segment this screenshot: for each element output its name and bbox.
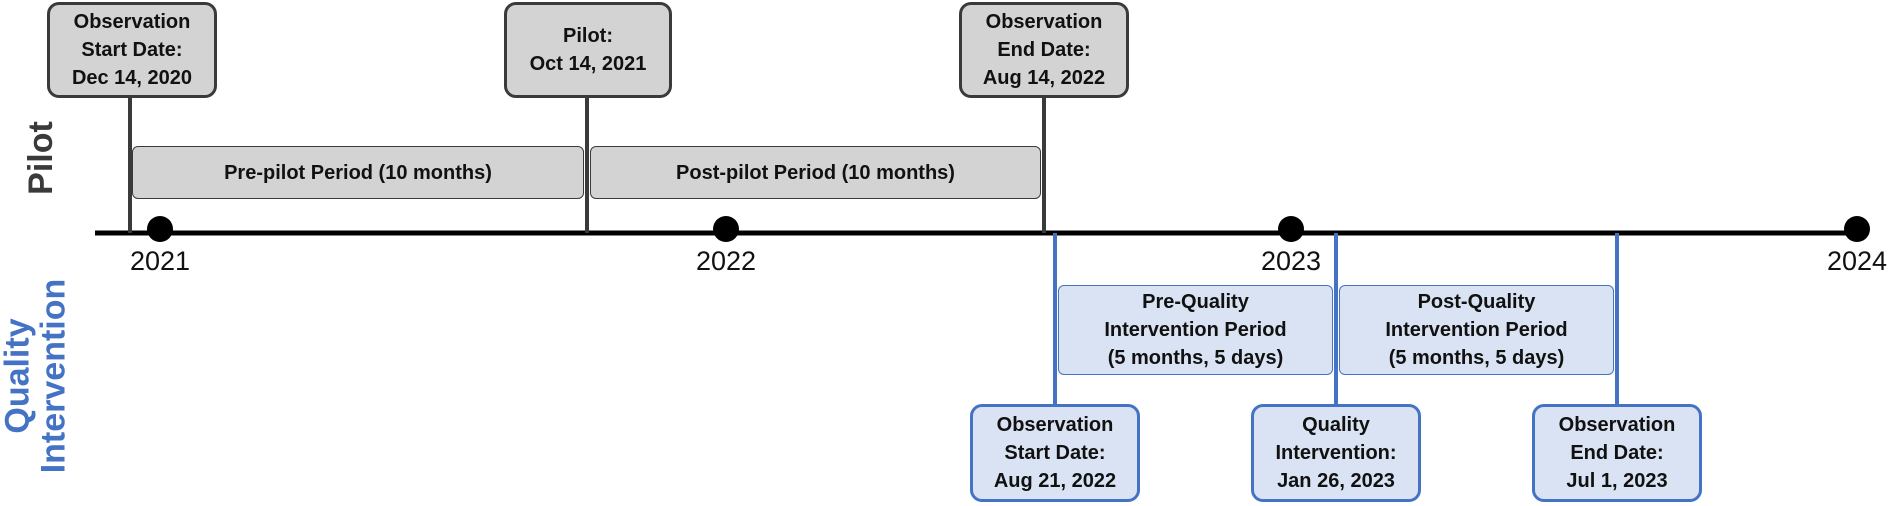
post-quality-line3: (5 months, 5 days) — [1388, 347, 1565, 369]
intervention-track-label: Quality Intervention — [0, 278, 72, 474]
int-start-line2: Start Date: — [1004, 442, 1106, 464]
pilot-date-box: Pilot: Oct 14, 2021 — [504, 2, 672, 98]
year-marker-2021 — [147, 216, 173, 242]
post-quality-line2: Intervention Period — [1385, 319, 1568, 341]
intervention-observation-end-box: Observation End Date: Jul 1, 2023 — [1532, 404, 1702, 502]
quality-line3: Jan 26, 2023 — [1277, 470, 1395, 492]
pilot-start-line1: Observation — [73, 11, 191, 33]
intervention-observation-start-box: Observation Start Date: Aug 21, 2022 — [970, 404, 1140, 502]
quality-line2: Intervention: — [1275, 442, 1397, 464]
year-label-2023: 2023 — [1260, 246, 1322, 276]
post-pilot-period-label: Post-pilot Period (10 months) — [676, 161, 955, 184]
pilot-end-line3: Aug 14, 2022 — [982, 67, 1106, 89]
year-label-2024: 2024 — [1826, 246, 1888, 276]
pre-quality-intervention-period-box: Pre-Quality Intervention Period (5 month… — [1058, 285, 1333, 375]
post-pilot-period-box: Post-pilot Period (10 months) — [590, 146, 1041, 199]
pilot-end-line1: Observation — [985, 11, 1103, 33]
intervention-track-label-line2: Intervention — [34, 278, 72, 474]
pilot-date-line1: Pilot: — [563, 25, 613, 47]
pre-pilot-period-box: Pre-pilot Period (10 months) — [132, 146, 584, 199]
quality-intervention-date-box: Quality Intervention: Jan 26, 2023 — [1251, 404, 1421, 502]
quality-line1: Quality — [1302, 414, 1370, 436]
year-marker-2023 — [1278, 216, 1304, 242]
year-label-2022: 2022 — [695, 246, 757, 276]
pilot-start-line2: Start Date: — [81, 39, 183, 61]
year-label-2021: 2021 — [129, 246, 191, 276]
pilot-end-line2: End Date: — [997, 39, 1091, 61]
int-start-line1: Observation — [996, 414, 1114, 436]
pre-quality-line1: Pre-Quality — [1142, 291, 1249, 313]
pre-quality-line3: (5 months, 5 days) — [1107, 347, 1284, 369]
pilot-track-label: Pilot — [22, 121, 61, 195]
int-start-line3: Aug 21, 2022 — [993, 470, 1117, 492]
post-quality-line1: Post-Quality — [1417, 291, 1536, 313]
post-quality-intervention-period-box: Post-Quality Intervention Period (5 mont… — [1339, 285, 1614, 375]
pilot-observation-start-box: Observation Start Date: Dec 14, 2020 — [47, 2, 217, 98]
int-end-line3: Jul 1, 2023 — [1566, 470, 1668, 492]
pre-pilot-period-label: Pre-pilot Period (10 months) — [224, 161, 492, 184]
year-marker-2024 — [1844, 216, 1870, 242]
int-end-line2: End Date: — [1570, 442, 1664, 464]
pre-quality-line2: Intervention Period — [1104, 319, 1287, 341]
pilot-track-label-text: Pilot — [22, 121, 61, 195]
pilot-start-line3: Dec 14, 2020 — [71, 67, 193, 89]
pilot-date-line2: Oct 14, 2021 — [529, 53, 647, 75]
pilot-observation-end-box: Observation End Date: Aug 14, 2022 — [959, 2, 1129, 98]
int-end-line1: Observation — [1558, 414, 1676, 436]
intervention-track-label-line1: Quality — [0, 318, 37, 434]
year-marker-2022 — [713, 216, 739, 242]
